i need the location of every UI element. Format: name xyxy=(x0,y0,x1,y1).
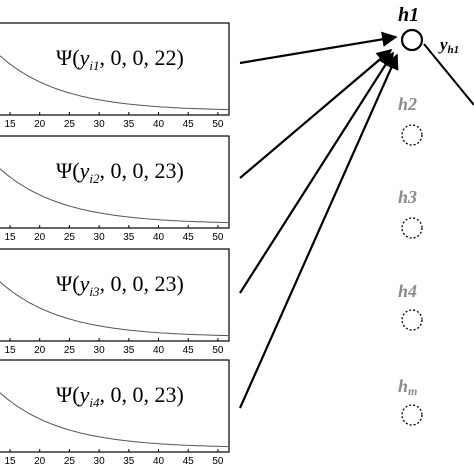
input-edge xyxy=(239,31,398,65)
x-tick-label: 30 xyxy=(94,119,106,130)
node-circle xyxy=(401,404,423,426)
input-edge xyxy=(239,51,394,294)
x-tick-label: 15 xyxy=(4,456,16,467)
output-edge xyxy=(423,43,474,106)
node-label: h1 xyxy=(398,4,419,26)
plot-panel: 15 20 25 30 35 40 45 50 Ψ(yi2, 0, 0, 23) xyxy=(0,135,230,243)
x-tick-label: 15 xyxy=(4,119,16,130)
formula-var: y xyxy=(78,382,90,407)
x-tick-label: 50 xyxy=(212,232,224,243)
x-tick-label: 50 xyxy=(212,119,224,130)
node-label: h4 xyxy=(398,281,417,301)
x-tick-label: 20 xyxy=(34,345,46,356)
x-tick-label: 25 xyxy=(64,119,76,130)
x-tick-label: 50 xyxy=(212,345,224,356)
x-tick-label: 45 xyxy=(183,345,195,356)
x-tick-label: 30 xyxy=(94,456,106,467)
input-edge xyxy=(239,49,393,179)
formula-args: , 0, 0, 23) xyxy=(99,158,183,183)
x-tick-label: 40 xyxy=(153,456,165,467)
hidden-node-3: h3 xyxy=(398,187,423,239)
psi-formula: Ψ(yi4, 0, 0, 23) xyxy=(56,382,184,410)
x-tick-label: 30 xyxy=(94,345,106,356)
x-tick-label: 45 xyxy=(183,119,195,130)
x-tick-label: 40 xyxy=(153,345,165,356)
output-label: yh1 xyxy=(438,35,459,56)
x-tick-label: 30 xyxy=(94,232,106,243)
node-label: h2 xyxy=(398,94,417,114)
x-tick-label: 35 xyxy=(123,232,135,243)
psi-formula: Ψ(yi2, 0, 0, 23) xyxy=(56,158,184,186)
formula-args: , 0, 0, 23) xyxy=(99,271,183,296)
decay-curve xyxy=(0,168,229,224)
node-label: hm xyxy=(398,376,417,398)
psi-formula: Ψ(yi1, 0, 0, 22) xyxy=(56,45,184,73)
plot-frame xyxy=(0,22,230,116)
plot-panel: 15 20 25 30 35 40 45 50 Ψ(yi3, 0, 0, 23) xyxy=(0,248,230,356)
decay-curve xyxy=(0,392,229,448)
node-circle xyxy=(401,309,423,331)
hidden-nodes: h1 h2 h3 h4 hm yh1 xyxy=(398,4,459,426)
x-tick-label: 25 xyxy=(64,232,76,243)
x-tick-label: 40 xyxy=(153,232,165,243)
node-circle xyxy=(401,217,423,239)
formula-subscript: i2 xyxy=(89,171,100,186)
x-tick-label: 35 xyxy=(123,119,135,130)
x-tick-label: 40 xyxy=(153,119,165,130)
formula-subscript: i4 xyxy=(89,395,100,410)
formula-args: , 0, 0, 22) xyxy=(99,45,183,70)
x-tick-label: 20 xyxy=(34,232,46,243)
plot-panel: 15 20 25 30 35 40 45 50 Ψ(yi4, 0, 0, 23) xyxy=(0,359,230,467)
x-tick-label: 25 xyxy=(64,456,76,467)
connections xyxy=(238,31,474,409)
formula-func: Ψ( xyxy=(56,382,80,407)
x-tick-label: 45 xyxy=(183,456,195,467)
hidden-node-4: h4 xyxy=(398,281,423,331)
formula-subscript: i3 xyxy=(89,284,100,299)
formula-func: Ψ( xyxy=(56,45,80,70)
decay-curve xyxy=(0,55,229,111)
hidden-node-5: hm xyxy=(398,376,423,426)
formula-subscript: i1 xyxy=(89,58,99,73)
hidden-node-1: h1 xyxy=(398,4,424,52)
plot-frame xyxy=(0,359,230,453)
plot-frame xyxy=(0,135,230,229)
node-circle xyxy=(400,28,424,52)
decay-curve xyxy=(0,281,229,337)
x-tick-label: 25 xyxy=(64,345,76,356)
formula-func: Ψ( xyxy=(56,158,80,183)
x-tick-label: 35 xyxy=(123,345,135,356)
input-edge xyxy=(238,53,399,409)
formula-func: Ψ( xyxy=(56,271,80,296)
plot-frame xyxy=(0,248,230,342)
hidden-node-2: h2 xyxy=(398,94,423,146)
x-tick-label: 50 xyxy=(212,456,224,467)
x-tick-label: 20 xyxy=(34,456,46,467)
x-tick-label: 15 xyxy=(4,232,16,243)
formula-var: y xyxy=(78,45,90,70)
x-tick-label: 45 xyxy=(183,232,195,243)
formula-var: y xyxy=(78,271,90,296)
formula-args: , 0, 0, 23) xyxy=(99,382,183,407)
node-circle xyxy=(401,124,423,146)
x-tick-label: 20 xyxy=(34,119,46,130)
psi-formula: Ψ(yi3, 0, 0, 23) xyxy=(56,271,184,299)
plot-panel: 15 20 25 30 35 40 45 50 Ψ(yi1, 0, 0, 22) xyxy=(0,22,230,130)
node-label: h3 xyxy=(398,187,417,207)
formula-var: y xyxy=(78,158,90,183)
x-tick-label: 35 xyxy=(123,456,135,467)
x-tick-label: 15 xyxy=(4,345,16,356)
